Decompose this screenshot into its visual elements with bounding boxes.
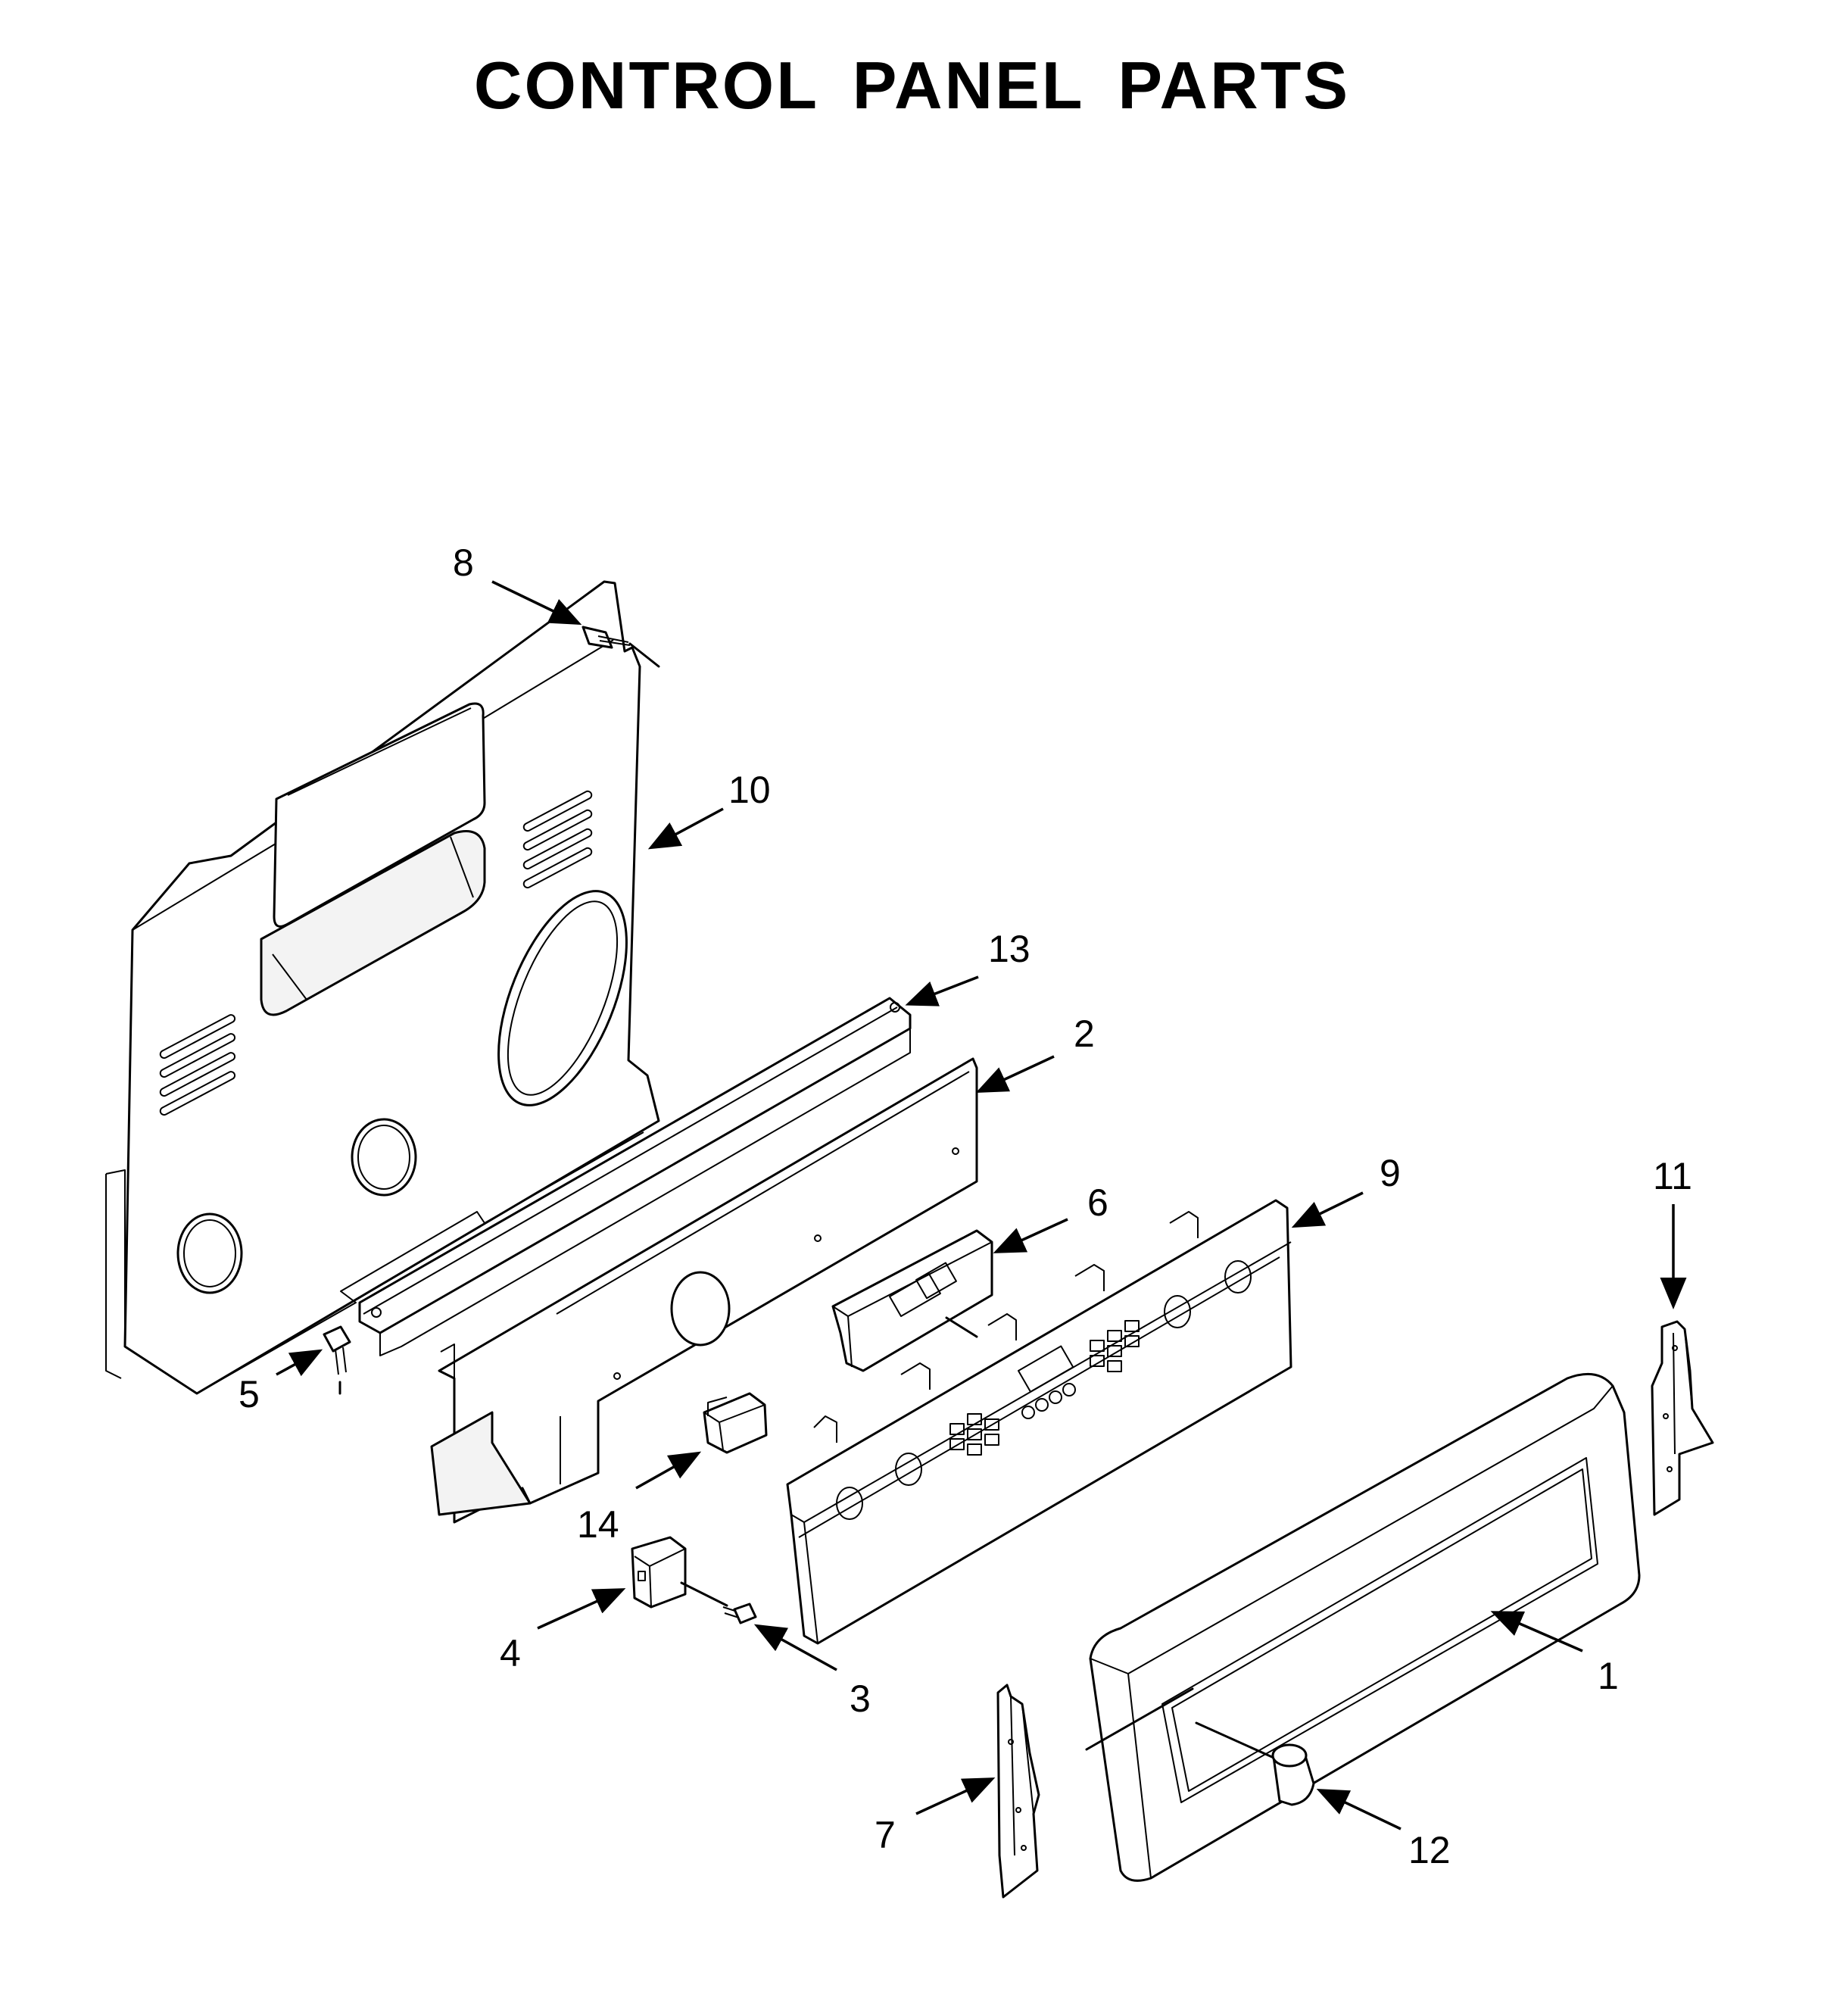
part-3-screw <box>722 1603 757 1624</box>
callout-5: 5 <box>239 1373 260 1415</box>
part-2-bracket <box>430 1057 978 1524</box>
callout-13: 13 <box>988 928 1030 970</box>
arrow-10 <box>647 807 724 850</box>
arrow-13 <box>905 975 979 1006</box>
callout-4: 4 <box>500 1632 521 1674</box>
callout-11: 11 <box>1653 1155 1692 1197</box>
part-9-console-panel <box>786 1199 1292 1645</box>
callout-2: 2 <box>1074 1013 1095 1055</box>
callout-3: 3 <box>850 1677 871 1720</box>
part-4-switch <box>631 1536 728 1609</box>
arrow-12 <box>1316 1788 1402 1830</box>
arrow-7 <box>915 1777 996 1815</box>
callout-12: 12 <box>1408 1829 1451 1871</box>
callout-6: 6 <box>1087 1181 1108 1224</box>
callout-labels: 8 10 13 2 9 6 11 5 14 4 3 1 12 7 <box>239 541 1692 1871</box>
part-11-end-bracket <box>1651 1320 1714 1516</box>
page-title: CONTROL PANEL PARTS <box>473 48 1351 123</box>
part-10-rear-panel <box>105 580 660 1395</box>
arrow-4 <box>537 1588 626 1630</box>
callout-7: 7 <box>875 1814 896 1856</box>
arrow-9 <box>1291 1191 1364 1228</box>
arrow-1 <box>1490 1611 1583 1652</box>
arrow-5 <box>276 1349 323 1377</box>
part-14-relay <box>703 1392 768 1454</box>
part-12-knob <box>1195 1721 1315 1806</box>
part-13-channel-strip <box>358 997 912 1356</box>
arrow-3 <box>753 1624 837 1671</box>
part-5-screw <box>323 1325 351 1395</box>
callout-10: 10 <box>728 769 771 811</box>
part-7-end-bracket <box>996 1684 1040 1899</box>
callout-14: 14 <box>577 1503 619 1546</box>
arrow-14 <box>635 1451 702 1490</box>
callout-1: 1 <box>1598 1655 1619 1697</box>
arrow-6 <box>993 1218 1068 1253</box>
arrow-2 <box>975 1055 1055 1093</box>
part-6-control-board <box>831 1229 993 1372</box>
callout-8: 8 <box>453 541 474 584</box>
callout-9: 9 <box>1380 1152 1401 1194</box>
part-1-console-trim <box>1085 1372 1641 1882</box>
part-8-screw <box>581 626 660 668</box>
leader-arrows <box>276 580 1687 1830</box>
arrow-8 <box>491 580 582 626</box>
